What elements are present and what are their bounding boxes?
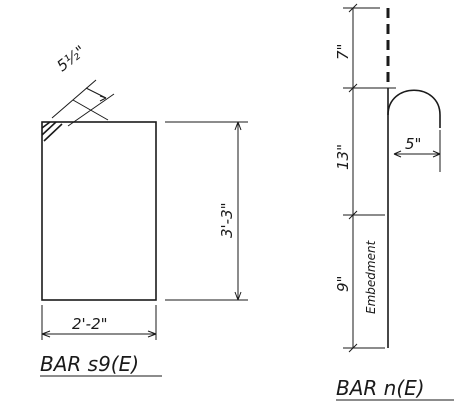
bar-s9-width-dimension (41, 305, 157, 340)
bar-s9-width-label: 2'-2" (72, 315, 108, 333)
bar-s9-detail: 5½" 2'-2" 3'-3" BAR s9(E) (40, 42, 248, 377)
bar-n-title: BAR n(E) (336, 376, 425, 400)
bar-s9-hook-dimension (51, 79, 115, 127)
bar-s9-hook-hatch (41, 121, 63, 142)
bar-n-vertical-dimension (343, 3, 396, 353)
bar-s9-height-dimension (165, 121, 248, 301)
bar-s9-outline (41, 121, 157, 301)
bar-s9-hook-label: 5½" (53, 42, 88, 75)
bar-n-embedment-label: Embedment (364, 239, 378, 314)
bar-n-hook-label: 5" (405, 135, 421, 153)
bar-n-detail: 5" 7" 13" 9" Embedment BAR n(E) (334, 3, 454, 401)
bar-n-bottom-label: 9" (334, 276, 352, 292)
bar-s9-height-label: 3'-3" (218, 202, 236, 238)
bar-n-hook (387, 89, 441, 128)
bar-n-middle-label: 13" (334, 144, 352, 170)
bar-s9-title: BAR s9(E) (40, 352, 139, 376)
bar-n-top-label: 7" (334, 44, 352, 60)
bar-n-hook-dimension (393, 130, 441, 172)
